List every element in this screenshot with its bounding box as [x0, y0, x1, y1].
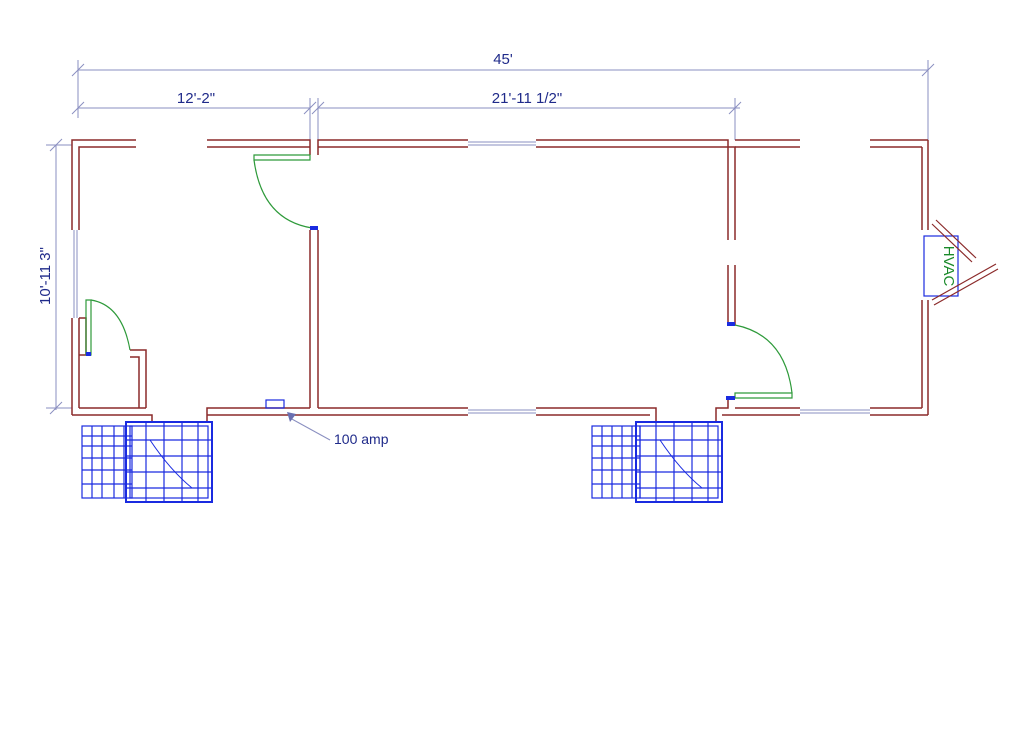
dimension-overall-length: 45' [493, 51, 513, 68]
panel-label: 100 amp [334, 431, 389, 447]
hvac-label: HVAC [940, 246, 957, 287]
door-swing-lower [734, 392, 793, 399]
stairs-left [81, 421, 213, 503]
electrical-panel [265, 399, 331, 441]
door-jambs [86, 226, 735, 400]
dimension-lines [46, 60, 935, 415]
dimension-center-room-length: 21'-11 1/2" [492, 90, 562, 107]
dimension-overall-width: 10'-11 3" [37, 247, 54, 305]
hvac-unit [923, 219, 999, 306]
windows [73, 141, 870, 414]
door-swing-upper [253, 154, 311, 161]
dimension-left-room-length: 12'-2" [177, 90, 215, 107]
stairs-right [591, 421, 723, 503]
walls [71, 139, 929, 422]
doors [85, 154, 793, 399]
